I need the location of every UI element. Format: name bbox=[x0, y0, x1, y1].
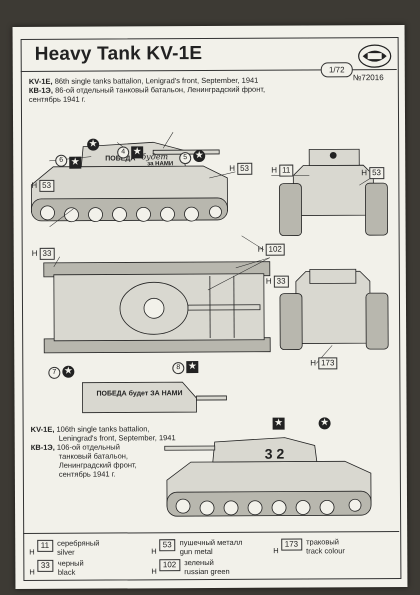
marking-number-4: 4 bbox=[117, 146, 130, 159]
star-icon: ★ bbox=[193, 150, 206, 163]
star-icon: ★ bbox=[318, 417, 331, 430]
rear-view bbox=[279, 268, 389, 351]
caption-bottom-text-ru3: Ленинградский фронт, bbox=[58, 460, 137, 470]
caption-bottom-name-ru: КВ-1Э, bbox=[30, 442, 55, 452]
legend-code: 53 bbox=[158, 539, 176, 552]
legend-en: black bbox=[57, 567, 76, 577]
callout-code: 53 bbox=[369, 167, 385, 180]
star-icon: ★ bbox=[131, 146, 144, 159]
callout-prefix: H bbox=[271, 165, 278, 175]
slogan-za-nami: за НАМИ bbox=[147, 161, 174, 168]
callout-code: 11 bbox=[279, 164, 294, 177]
caption-bottom-text-ru2: танковый батальон, bbox=[58, 451, 128, 461]
legend-en: gun metal bbox=[179, 546, 213, 556]
callout-prefix: H bbox=[310, 358, 317, 368]
tank-drawings bbox=[30, 132, 389, 517]
caption-bottom-text-en: 106th single tanks battalion, bbox=[56, 424, 150, 434]
slogan-bottom: ПОБЕДА будет ЗА НАМИ bbox=[96, 390, 183, 398]
legend-code: 11 bbox=[36, 539, 54, 552]
legend-en: track colour bbox=[306, 545, 345, 555]
legend-code: 102 bbox=[158, 559, 181, 572]
side-view-top bbox=[30, 141, 228, 223]
turret-number: 3 2 bbox=[264, 445, 285, 462]
marking-number-6: 6 bbox=[55, 154, 68, 167]
star-icon: ★ bbox=[62, 365, 75, 378]
legend-code: 173 bbox=[280, 538, 303, 551]
star-icon: ★ bbox=[69, 156, 82, 169]
callout-code: 102 bbox=[265, 243, 285, 256]
caption-bottom-text-ru: 106-ой отдельный bbox=[56, 442, 120, 452]
marking-number-7: 7 bbox=[48, 366, 61, 379]
callout-code: 33 bbox=[39, 247, 55, 260]
callout-code: 53 bbox=[237, 162, 252, 175]
marking-number-8: 8 bbox=[172, 362, 185, 375]
legend-code: 33 bbox=[36, 559, 54, 572]
caption-bottom-name-en: KV-1E, bbox=[30, 424, 55, 434]
callout-prefix: H bbox=[31, 180, 38, 190]
instruction-sheet: Heavy Tank KV-1E 1/72 №72016 KV-1E, 86th… bbox=[12, 24, 408, 590]
star-icon: ★ bbox=[87, 138, 100, 151]
callout-prefix: H bbox=[31, 248, 38, 258]
side-view-bottom bbox=[164, 437, 372, 517]
legend-en: russian green bbox=[184, 566, 230, 576]
callout-prefix: H bbox=[229, 163, 236, 173]
front-view-top bbox=[278, 148, 389, 237]
callout-code: 53 bbox=[39, 179, 55, 192]
brand-logo-icon bbox=[358, 44, 392, 68]
callout-code: 33 bbox=[273, 275, 289, 288]
top-plan-view bbox=[43, 261, 271, 354]
callout-prefix: H bbox=[265, 276, 272, 286]
turret-side-view bbox=[81, 381, 227, 414]
caption-bottom-date-ru: сентябрь 1941 г. bbox=[58, 469, 116, 479]
caption-bottom: KV-1E, 106th single tanks battalion, Len… bbox=[31, 424, 191, 479]
star-icon: ★ bbox=[186, 361, 199, 374]
callout-prefix: H bbox=[257, 244, 264, 254]
callout-prefix: H bbox=[361, 168, 368, 178]
callout-code: 173 bbox=[318, 357, 338, 370]
legend-en: silver bbox=[57, 547, 75, 557]
caption-bottom-text-en2: Leningrad's front, September, 1941 bbox=[58, 433, 176, 443]
marking-number-5: 5 bbox=[179, 152, 192, 165]
star-icon: ★ bbox=[272, 417, 285, 430]
slogan-budet: будет bbox=[141, 152, 169, 162]
